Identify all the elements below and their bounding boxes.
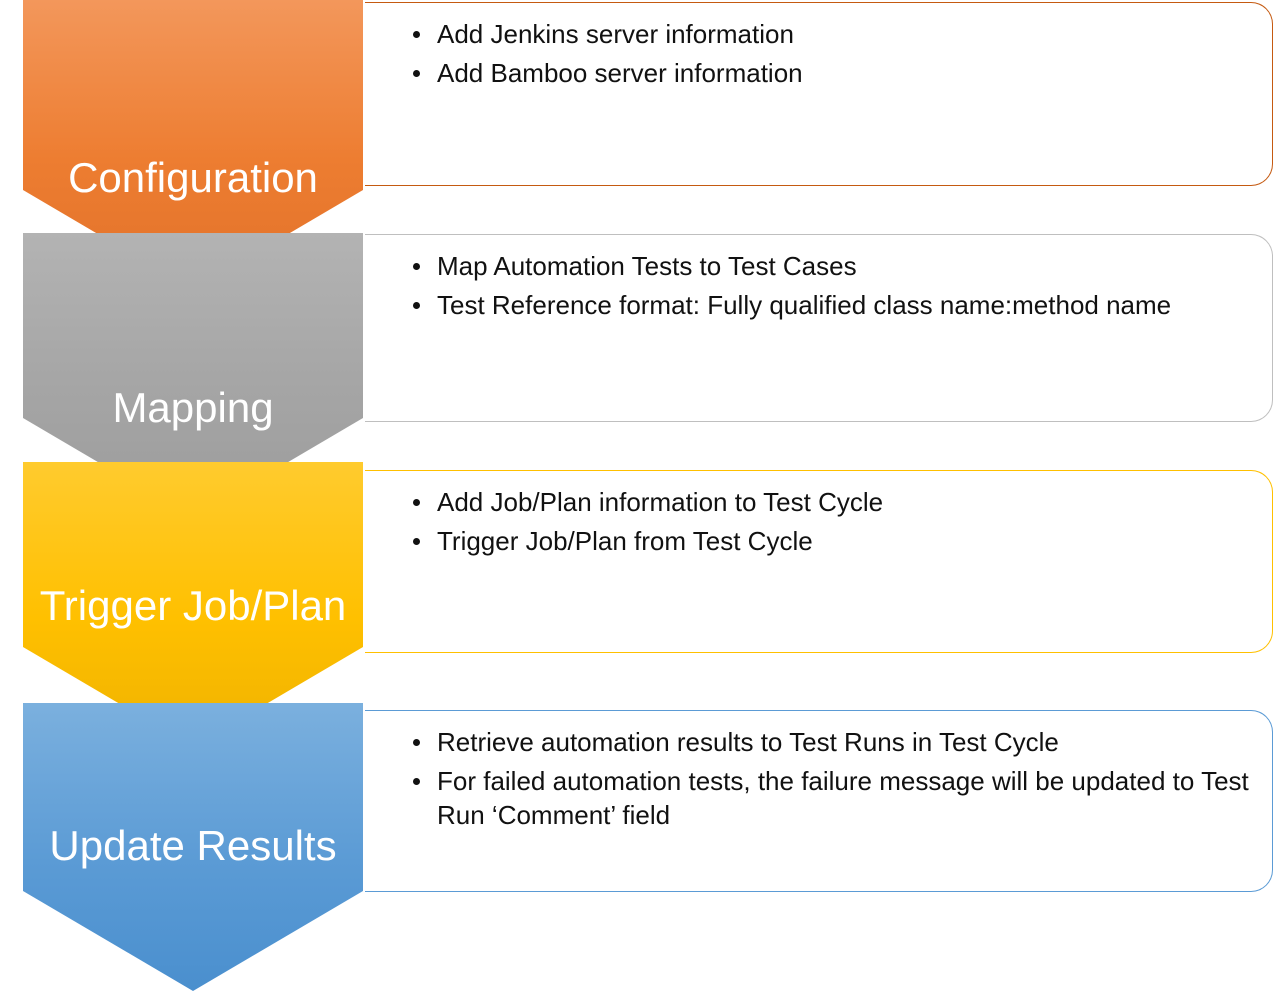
chevron-mapping-shape (23, 233, 363, 518)
stage-box-mapping: Map Automation Tests to Test Cases Test … (365, 234, 1273, 422)
bullet-item: Retrieve automation results to Test Runs… (395, 725, 1254, 760)
bullet-item: Trigger Job/Plan from Test Cycle (395, 524, 1254, 559)
chevron-trigger-job-plan[interactable] (0, 462, 400, 747)
bullet-item: For failed automation tests, the failure… (395, 764, 1254, 833)
bullet-list-configuration: Add Jenkins server information Add Bambo… (395, 17, 1254, 90)
bullet-item: Add Jenkins server information (395, 17, 1254, 52)
chevron-update-results[interactable] (0, 703, 400, 991)
chevron-update-results-shape (23, 703, 363, 991)
bullet-list-update-results: Retrieve automation results to Test Runs… (395, 725, 1254, 833)
chevron-mapping[interactable] (0, 233, 400, 518)
chevron-trigger-job-plan-shape (23, 462, 363, 747)
bullet-item: Map Automation Tests to Test Cases (395, 249, 1254, 284)
chevron-configuration-shape (23, 0, 363, 290)
bullet-item: Test Reference format: Fully qualified c… (395, 288, 1254, 323)
stage-box-update-results: Retrieve automation results to Test Runs… (365, 710, 1273, 892)
bullet-item: Add Bamboo server information (395, 56, 1254, 91)
bullet-item: Add Job/Plan information to Test Cycle (395, 485, 1254, 520)
bullet-list-trigger-job-plan: Add Job/Plan information to Test Cycle T… (395, 485, 1254, 558)
chevron-configuration[interactable] (0, 0, 400, 290)
stage-box-configuration: Add Jenkins server information Add Bambo… (365, 2, 1273, 186)
stage-box-trigger-job-plan: Add Job/Plan information to Test Cycle T… (365, 470, 1273, 653)
bullet-list-mapping: Map Automation Tests to Test Cases Test … (395, 249, 1254, 322)
